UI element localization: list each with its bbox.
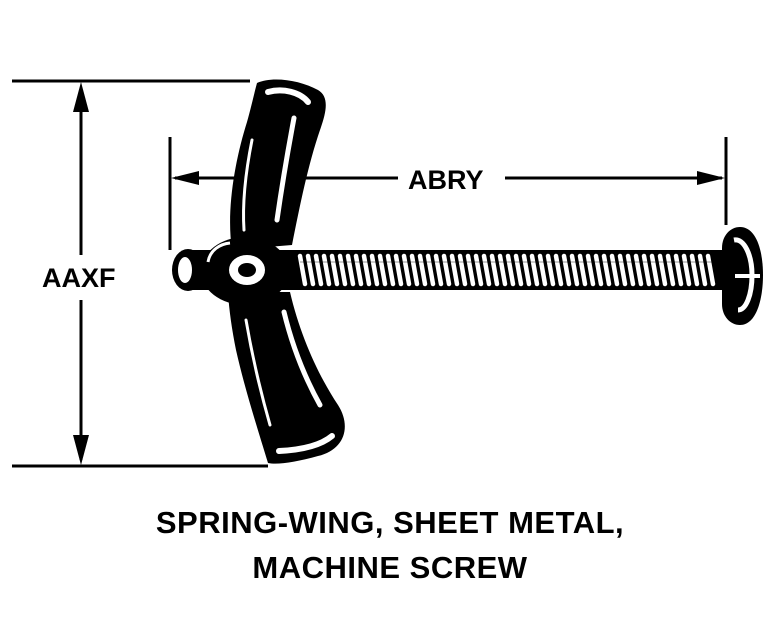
thread-crest [641,253,652,287]
thread-crest [329,253,340,287]
thread-crest [425,253,436,287]
caption-line-1: SPRING-WING, SHEET METAL, [156,505,624,540]
thread-crest [705,253,716,287]
length-dimension: ABRY [168,137,728,250]
thread-crest [377,253,388,287]
thread-crest [361,253,372,287]
thread-crest [457,253,468,287]
thread-crest [657,253,668,287]
upper-wing-highlight-outer [265,87,311,105]
lower-wing-highlight-outer [276,433,335,454]
thread-crest [673,253,684,287]
thread-crest [633,253,644,287]
thread-crest [689,253,700,287]
lower-wing [228,292,345,464]
thread-crest [593,253,604,287]
thread-crest [393,253,404,287]
thread-crest [665,253,676,287]
thread-crest [649,253,660,287]
spring-wing-toggle-bolt [172,79,763,464]
thread-crest [441,253,452,287]
thread-crest [529,253,540,287]
thread-crest [449,253,460,287]
height-dimension-label: AAXF [42,263,116,293]
upper-wing-highlight-edge [241,138,254,232]
thread-crest [313,253,324,287]
thread-crest [385,253,396,287]
thread-crest [433,253,444,287]
thread-crest [505,253,516,287]
screw-threads [297,253,716,287]
screw-tip-highlight [178,257,192,283]
thread-crest [473,253,484,287]
lower-wing-highlight-edge [244,318,272,427]
thread-crest [513,253,524,287]
thread-crest [681,253,692,287]
thread-crest [617,253,628,287]
upper-wing-highlight-inner [274,115,297,223]
thread-crest [409,253,420,287]
thread-crest [697,253,708,287]
thread-crest [585,253,596,287]
thread-crest [609,253,620,287]
thread-crest [569,253,580,287]
thread-crest [369,253,380,287]
thread-crest [297,253,308,287]
height-dimension: AAXF [12,79,268,468]
height-arrowhead-top [73,82,89,112]
thread-crest [401,253,412,287]
thread-crest [577,253,588,287]
thread-crest [545,253,556,287]
thread-crest [353,253,364,287]
thread-crest [465,253,476,287]
lower-wing-highlight-inner [281,309,323,408]
thread-crest [345,253,356,287]
thread-crest [521,253,532,287]
thread-crest [625,253,636,287]
caption-line-2: MACHINE SCREW [252,550,527,585]
upper-wing [230,79,326,250]
thread-crest [489,253,500,287]
thread-crest [321,253,332,287]
caption: SPRING-WING, SHEET METAL, MACHINE SCREW [156,505,624,585]
thread-crest [497,253,508,287]
wing-pivot-pin-center [238,263,256,277]
thread-crest [553,253,564,287]
thread-crest [305,253,316,287]
thread-crest [561,253,572,287]
height-arrowhead-bottom [73,435,89,465]
length-arrowhead-right [697,171,725,185]
thread-crest [337,253,348,287]
wing-hub-highlight [206,241,231,263]
thread-crest [481,253,492,287]
thread-crest [537,253,548,287]
thread-crest [417,253,428,287]
length-dimension-label: ABRY [408,165,484,195]
thread-crest [601,253,612,287]
length-arrowhead-left [171,171,199,185]
